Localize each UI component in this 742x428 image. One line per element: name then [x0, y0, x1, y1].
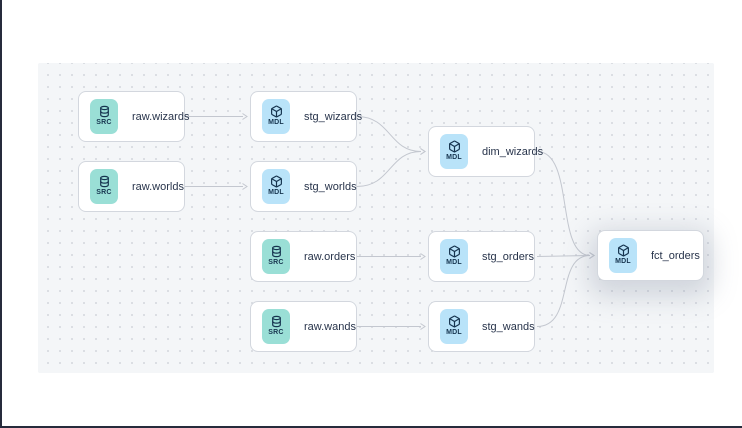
database-icon [270, 245, 283, 258]
node-raw_wizards[interactable]: SRC raw.wizards [78, 91, 189, 142]
window-border-left [0, 0, 2, 428]
cube-icon [617, 244, 630, 257]
database-icon [98, 175, 111, 188]
cube-icon [448, 140, 461, 153]
edge-stg_worlds-to-dim_wizards [356, 148, 426, 187]
mdl-badge: MDL [609, 238, 637, 273]
mdl-badge: MDL [440, 239, 468, 274]
mdl-badge: MDL [440, 134, 468, 169]
src-badge: SRC [262, 239, 290, 274]
node-fct_orders[interactable]: MDL fct_orders [597, 230, 704, 281]
node-label: raw.worlds [132, 180, 184, 193]
badge-label: SRC [268, 329, 284, 337]
badge-label: SRC [96, 119, 112, 127]
badge-label: SRC [96, 189, 112, 197]
badge-label: MDL [615, 258, 631, 266]
edge-stg_wizards-to-dim_wizards [356, 116, 426, 155]
node-label: raw.wizards [132, 110, 190, 123]
node-label: raw.wands [304, 320, 356, 333]
badge-label: SRC [268, 259, 284, 267]
database-icon [98, 105, 111, 118]
node-label: stg_wands [482, 320, 535, 333]
badge-label: MDL [446, 154, 462, 162]
cube-icon [448, 245, 461, 258]
cube-icon [448, 315, 461, 328]
node-raw_worlds[interactable]: SRC raw.worlds [78, 161, 185, 212]
node-label: stg_worlds [304, 180, 357, 193]
badge-label: MDL [268, 189, 284, 197]
node-dim_wizards[interactable]: MDL dim_wizards [428, 126, 543, 177]
node-stg_wizards[interactable]: MDL stg_wizards [250, 91, 362, 142]
edge-stg_orders-to-fct_orders [536, 252, 595, 259]
badge-label: MDL [446, 329, 462, 337]
database-icon [270, 315, 283, 328]
cube-icon [270, 175, 283, 188]
node-label: raw.orders [304, 250, 356, 263]
mdl-badge: MDL [262, 99, 290, 134]
mdl-badge: MDL [440, 309, 468, 344]
node-raw_orders[interactable]: SRC raw.orders [250, 231, 357, 282]
node-stg_orders[interactable]: MDL stg_orders [428, 231, 535, 282]
mdl-badge: MDL [262, 169, 290, 204]
node-label: dim_wizards [482, 145, 544, 158]
src-badge: SRC [90, 169, 118, 204]
badge-label: MDL [446, 259, 462, 267]
node-stg_wands[interactable]: MDL stg_wands [428, 301, 535, 352]
edge-stg_wands-to-fct_orders [536, 252, 595, 327]
node-label: fct_orders [651, 249, 700, 262]
cube-icon [270, 105, 283, 118]
src-badge: SRC [262, 309, 290, 344]
node-stg_worlds[interactable]: MDL stg_worlds [250, 161, 357, 212]
node-label: stg_orders [482, 250, 534, 263]
node-raw_wands[interactable]: SRC raw.wands [250, 301, 357, 352]
badge-label: MDL [268, 119, 284, 127]
src-badge: SRC [90, 99, 118, 134]
window-border-bottom [0, 426, 742, 428]
edge-dim_wizards-to-fct_orders [536, 151, 595, 259]
node-label: stg_wizards [304, 110, 363, 123]
